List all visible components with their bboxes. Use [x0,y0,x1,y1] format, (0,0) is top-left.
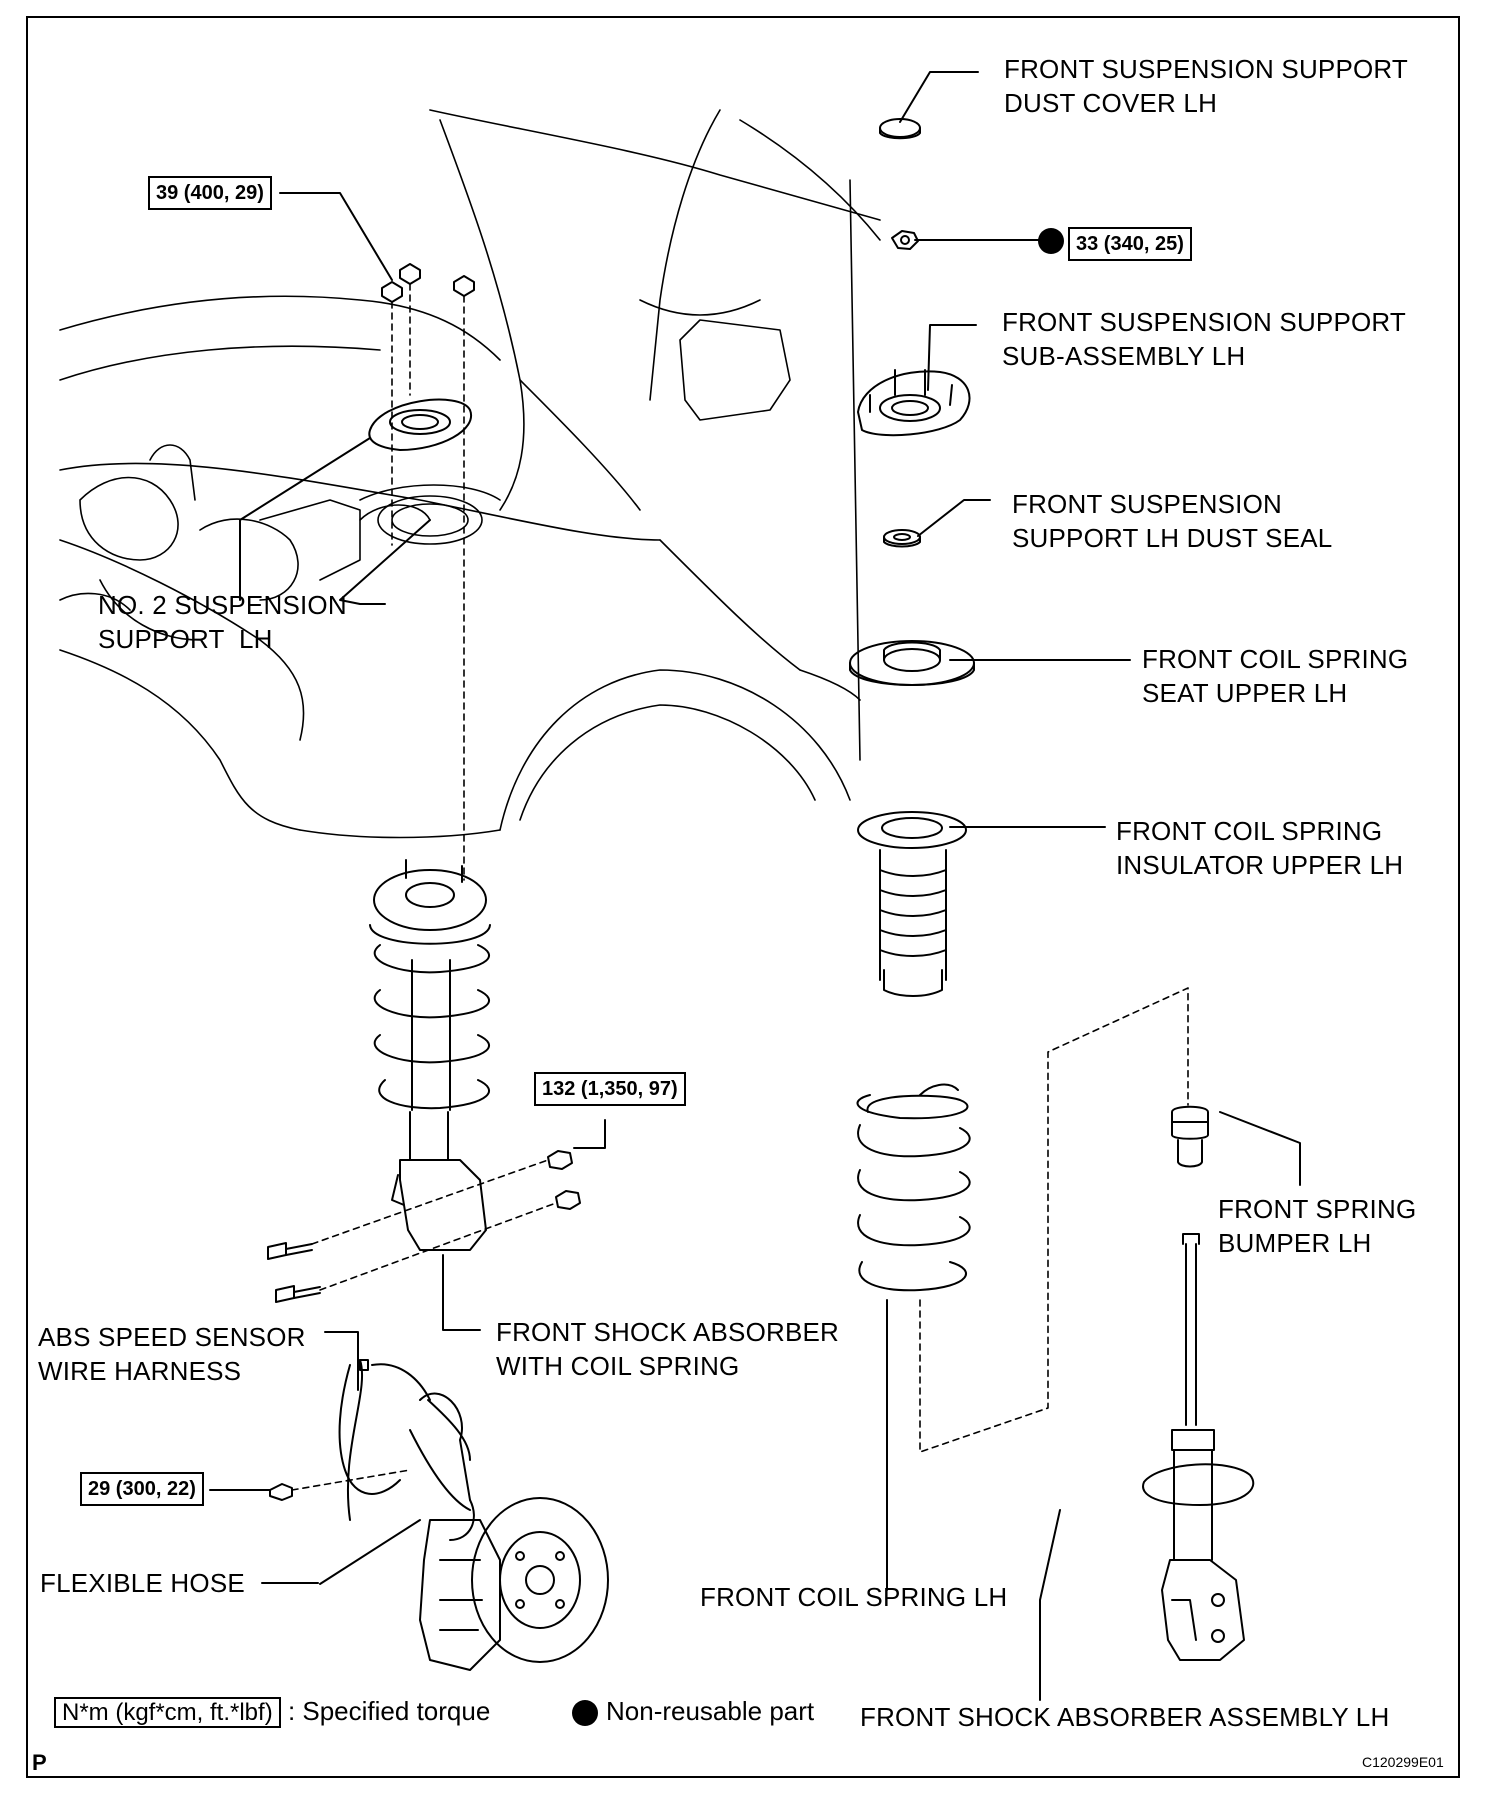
install-guide-lines [391,283,465,881]
shock-assembly-part [1142,1233,1255,1661]
support-nuts [381,263,475,303]
legend-torque: N*m (kgf*cm, ft.*lbf) : Specified torque [54,1694,490,1730]
legend-nonreusable-text: Non-reusable part [606,1696,815,1726]
label-abs-harness: ABS SPEED SENSOR WIRE HARNESS [38,1322,306,1386]
spring-dashed-lines [919,987,1189,1453]
label-shock-with-spring: FRONT SHOCK ABSORBER WITH COIL SPRING [496,1317,840,1381]
dust-cover-part [879,118,921,140]
label-dust-seal: FRONT SUSPENSION SUPPORT LH DUST SEAL [1012,489,1333,553]
bolt-guide-lines [311,1159,557,1291]
non-reusable-dot-icon [1038,228,1064,254]
sensor-guide-line [291,1469,411,1491]
torque-box-sensor-bolt: 29 (300, 22) [80,1472,204,1506]
spring-bumper-part [1171,1105,1209,1168]
spring-seat-part [849,640,975,686]
label-dust-cover: FRONT SUSPENSION SUPPORT DUST COVER LH [1004,54,1409,118]
non-reusable-legend-dot-icon [572,1700,598,1727]
legend-unit-box: N*m (kgf*cm, ft.*lbf) [54,1697,281,1728]
torque-box-upper-nut: 33 (340, 25) [1068,227,1192,261]
torque-box-support-nut: 39 (400, 29) [148,176,272,210]
nut-part [891,230,919,250]
figure-code: C120299E01 [1362,1754,1444,1770]
assembled-strut [369,859,491,1251]
knuckle-brake-assembly [346,1359,609,1671]
legend-unit-text: : Specified torque [287,1696,491,1726]
page-letter: P [32,1750,47,1775]
insulator-part [857,811,967,997]
label-flexible-hose: FLEXIBLE HOSE [40,1568,245,1598]
torque-box-strut-bolts: 132 (1,350, 97) [534,1072,686,1106]
no2-suspension-support [368,398,473,451]
label-insulator: FRONT COIL SPRING INSULATOR UPPER LH [1116,816,1404,880]
support-sub-assembly-part [857,369,971,437]
legend-nonreusable: Non-reusable part [572,1694,814,1728]
label-shock-assembly: FRONT SHOCK ABSORBER ASSEMBLY LH [860,1702,1390,1732]
strut-bolts [267,1150,581,1303]
label-support-sub-assembly: FRONT SUSPENSION SUPPORT SUB-ASSEMBLY LH [1002,307,1407,371]
coil-spring-part [856,1083,971,1292]
label-spring-seat: FRONT COIL SPRING SEAT UPPER LH [1142,644,1409,708]
label-coil-spring: FRONT COIL SPRING LH [700,1582,1008,1612]
diagram-frame [26,16,1460,1778]
dust-seal-part [883,529,921,548]
vehicle-outline [59,109,881,839]
label-no2-support: NO. 2 SUSPENSION SUPPORT LH [98,590,347,654]
leader-lines [209,71,1301,1701]
label-spring-bumper: FRONT SPRING BUMPER LH [1218,1194,1417,1258]
abs-sensor-wire [269,1364,401,1501]
